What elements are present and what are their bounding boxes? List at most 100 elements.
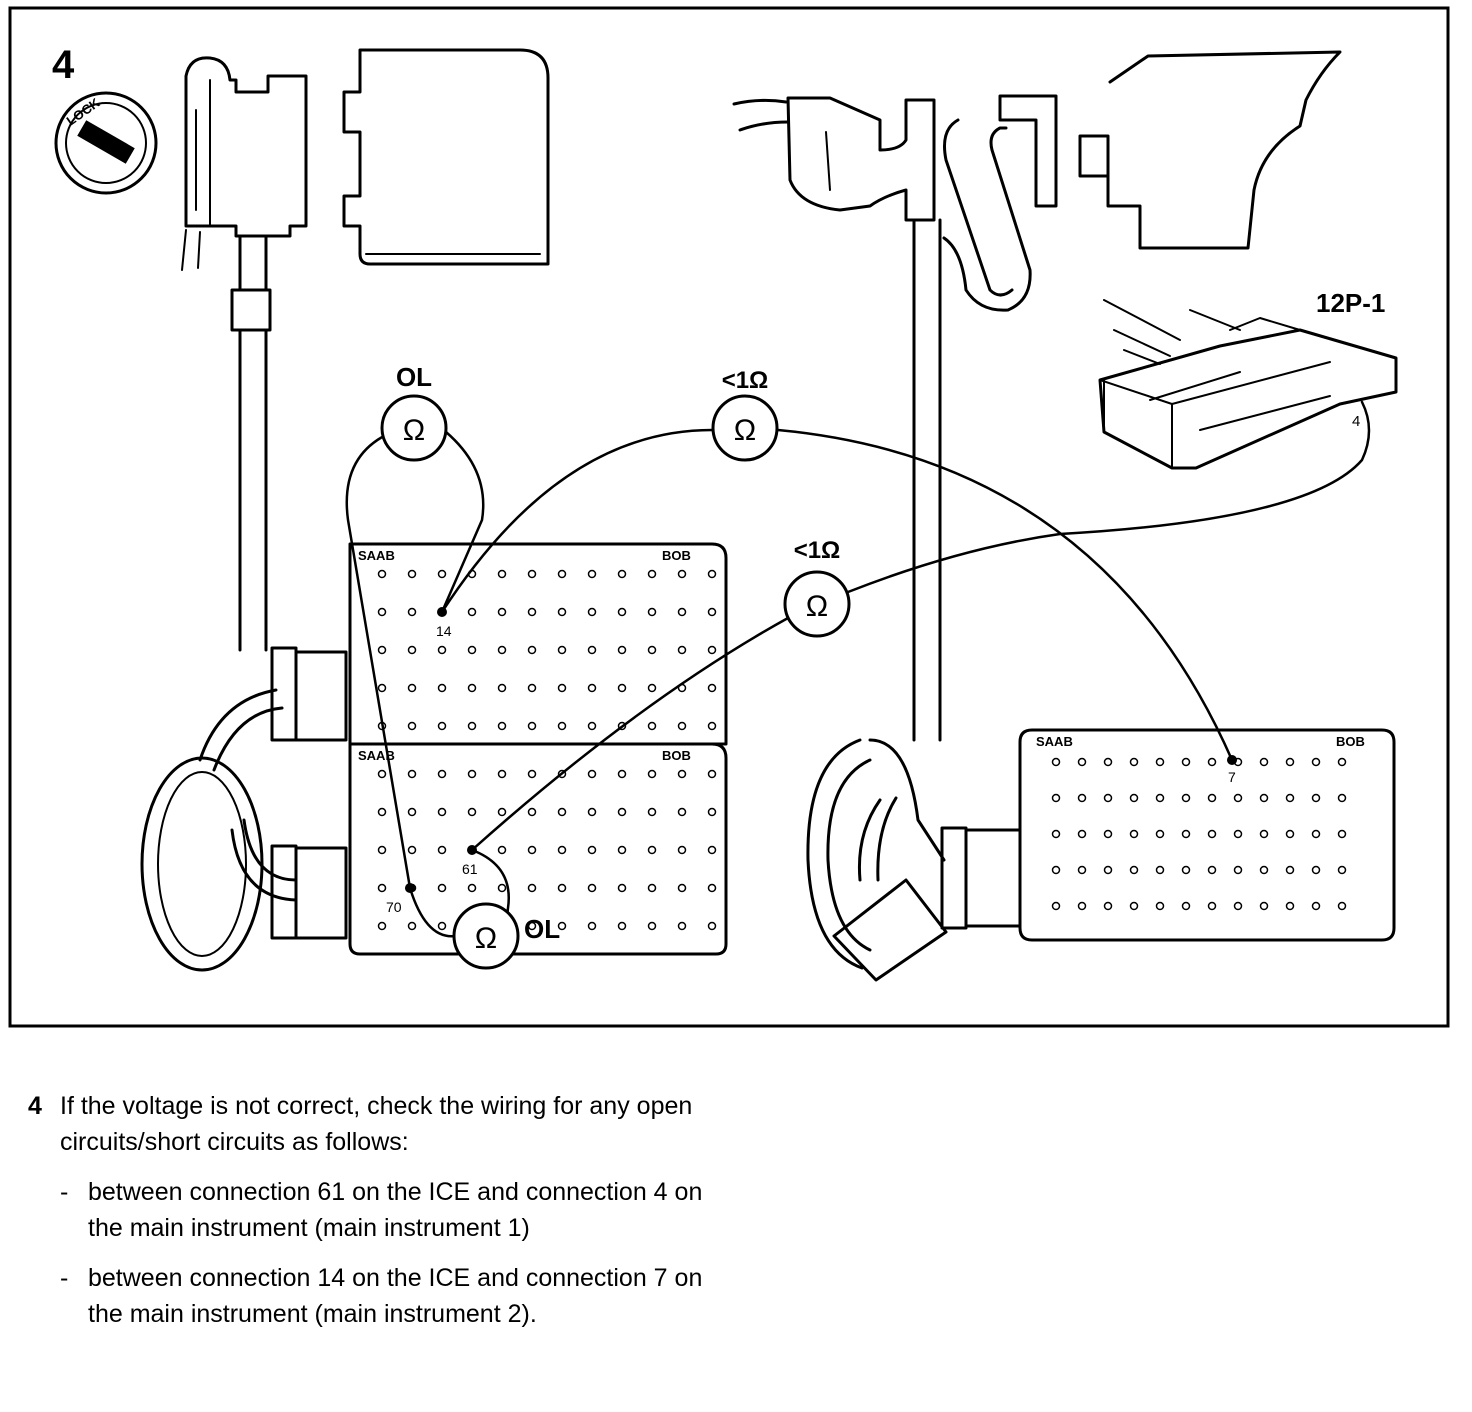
ohmmeter-2: Ω <1Ω <box>711 367 779 462</box>
pin-hole <box>1051 757 1061 767</box>
pin-hole <box>437 807 447 817</box>
pin-hole <box>437 921 447 931</box>
pin-hole <box>677 645 687 655</box>
instrument-connector-right <box>732 94 1058 742</box>
pin-hole <box>617 721 627 731</box>
pin-hole <box>1129 793 1139 803</box>
pin-hole <box>1155 757 1165 767</box>
pin-14-label: 14 <box>436 623 452 639</box>
pin-hole <box>407 607 417 617</box>
pin-hole <box>407 807 417 817</box>
pin-hole <box>1207 901 1217 911</box>
svg-text:SAAB: SAAB <box>358 748 395 763</box>
pin-hole <box>437 883 447 893</box>
pin-hole <box>437 645 447 655</box>
pin-hole <box>557 721 567 731</box>
list-item: -between connection 61 on the ICE and co… <box>60 1178 703 1242</box>
svg-text:BOB: BOB <box>1336 734 1365 749</box>
pin-hole <box>677 607 687 617</box>
pin-hole <box>407 645 417 655</box>
pin-hole <box>1181 901 1191 911</box>
pin-hole <box>1285 793 1295 803</box>
pin-hole <box>1207 829 1217 839</box>
pin-hole <box>707 607 717 617</box>
pin-hole <box>677 883 687 893</box>
pin-hole <box>407 921 417 931</box>
meter-1-reading: OL <box>396 362 432 392</box>
pin-70-dot <box>405 883 415 893</box>
pin-hole <box>707 769 717 779</box>
pin-hole <box>1181 757 1191 767</box>
pin-hole <box>647 807 657 817</box>
ohm-symbol-icon: Ω <box>734 414 756 447</box>
pin-hole <box>1311 793 1321 803</box>
pin-hole <box>1285 901 1295 911</box>
ice-connector-left <box>181 56 308 652</box>
left-harness-loop <box>140 646 348 972</box>
pin-hole <box>1077 793 1087 803</box>
ohm-symbol-icon: Ω <box>475 922 497 955</box>
wire-m3-right <box>846 400 1371 594</box>
pin-hole <box>467 883 477 893</box>
pin-hole <box>1233 865 1243 875</box>
pin-hole <box>1077 865 1087 875</box>
pin-hole <box>707 683 717 693</box>
pin-hole <box>707 845 717 855</box>
pin-hole <box>1129 865 1139 875</box>
pin-hole <box>677 845 687 855</box>
pin-hole <box>1207 757 1217 767</box>
pin-hole <box>1103 829 1113 839</box>
ignition-lock-icon: LOCK <box>54 91 158 195</box>
list-item: -between connection 14 on the ICE and co… <box>60 1264 703 1328</box>
pin-hole <box>587 721 597 731</box>
pin-hole <box>647 721 657 731</box>
ohmmeter-3: Ω <1Ω <box>783 537 851 638</box>
ohm-symbol-icon: Ω <box>403 414 425 447</box>
pin-hole <box>497 807 507 817</box>
pin-hole <box>497 645 507 655</box>
pin-hole <box>407 845 417 855</box>
pin-hole <box>677 807 687 817</box>
pin-hole <box>677 721 687 731</box>
instruction-step-number: 4 <box>28 1092 42 1120</box>
pin-hole <box>527 769 537 779</box>
pin-hole <box>557 645 567 655</box>
pin-hole <box>497 569 507 579</box>
pin-hole <box>1285 865 1295 875</box>
pin-61-dot <box>467 845 477 855</box>
pin-hole <box>677 769 687 779</box>
pin-hole <box>1051 793 1061 803</box>
pin-hole <box>1311 865 1321 875</box>
instruction-intro: If the voltage is not correct, check the… <box>60 1092 693 1156</box>
pin-hole <box>557 807 567 817</box>
pin-hole <box>617 845 627 855</box>
pin-hole <box>467 683 477 693</box>
wire-m3-left <box>470 616 790 852</box>
pin-hole <box>677 569 687 579</box>
pin-hole <box>377 683 387 693</box>
pin-hole <box>557 845 567 855</box>
pin-61-label: 61 <box>462 861 478 877</box>
pin-hole <box>527 645 537 655</box>
pin-hole <box>377 807 387 817</box>
pin-hole <box>497 607 507 617</box>
pin-hole <box>587 645 597 655</box>
pin-hole <box>1259 901 1269 911</box>
pin-hole <box>1337 901 1347 911</box>
pin-hole <box>1233 829 1243 839</box>
meter-2-reading: <1Ω <box>722 367 769 394</box>
svg-text:SAAB: SAAB <box>1036 734 1073 749</box>
instructions: 4 If the voltage is not correct, check t… <box>28 1088 728 1346</box>
pin-hole <box>467 769 477 779</box>
list-item-text: between connection 61 on the ICE and con… <box>88 1178 703 1242</box>
pin-hole <box>647 569 657 579</box>
ohm-symbol-icon: Ω <box>806 590 828 623</box>
pin-hole <box>1311 829 1321 839</box>
figure-frame <box>8 6 1450 1028</box>
pin-hole <box>617 883 627 893</box>
pin-hole <box>437 845 447 855</box>
pin-hole <box>557 921 567 931</box>
pin-hole <box>587 769 597 779</box>
pin-hole <box>1077 901 1087 911</box>
pin-hole <box>617 807 627 817</box>
